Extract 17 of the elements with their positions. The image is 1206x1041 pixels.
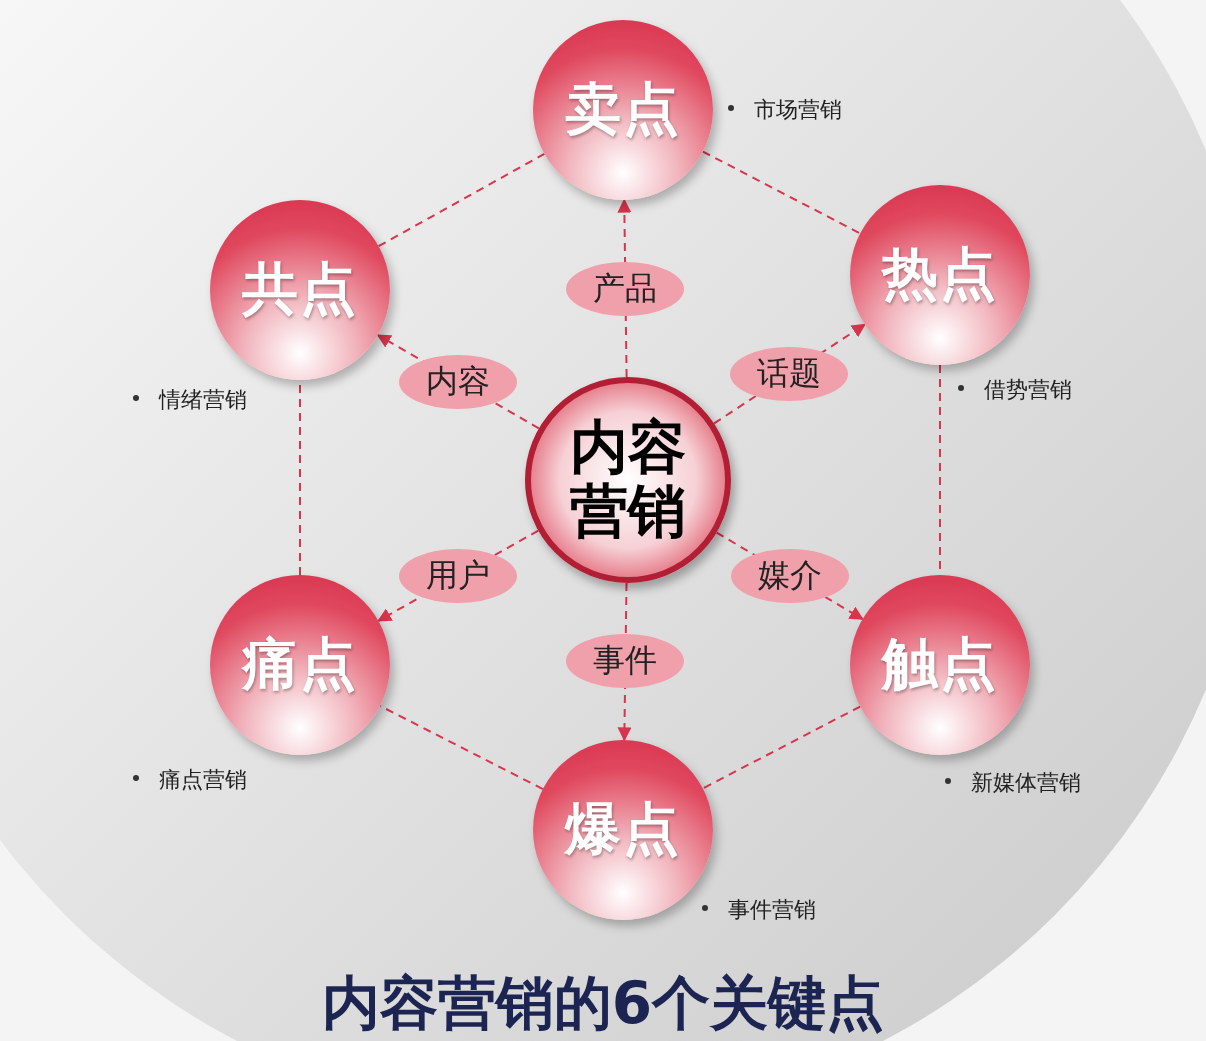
dashed-line (701, 150, 862, 235)
node-label: 共点 (242, 255, 358, 323)
caption-text: 情绪营销 (159, 386, 247, 414)
caption-text: 痛点营销 (159, 766, 247, 794)
dashed-line (377, 152, 546, 248)
node-label: 内容营销 (569, 416, 687, 544)
caption-text: 市场营销 (754, 96, 842, 124)
node-label: 痛点 (242, 630, 358, 698)
caption-text: 借势营销 (984, 376, 1072, 404)
caption-text: 新媒体营销 (971, 769, 1081, 797)
title: 内容营销的6个关键点 (320, 968, 886, 1039)
caption-text: 事件营销 (728, 896, 816, 924)
node-label: 爆点 (565, 795, 681, 863)
node-label: 卖点 (565, 75, 681, 143)
node-label: 热点 (882, 240, 998, 308)
dashed-line (701, 705, 862, 790)
node-label: 触点 (882, 630, 998, 698)
